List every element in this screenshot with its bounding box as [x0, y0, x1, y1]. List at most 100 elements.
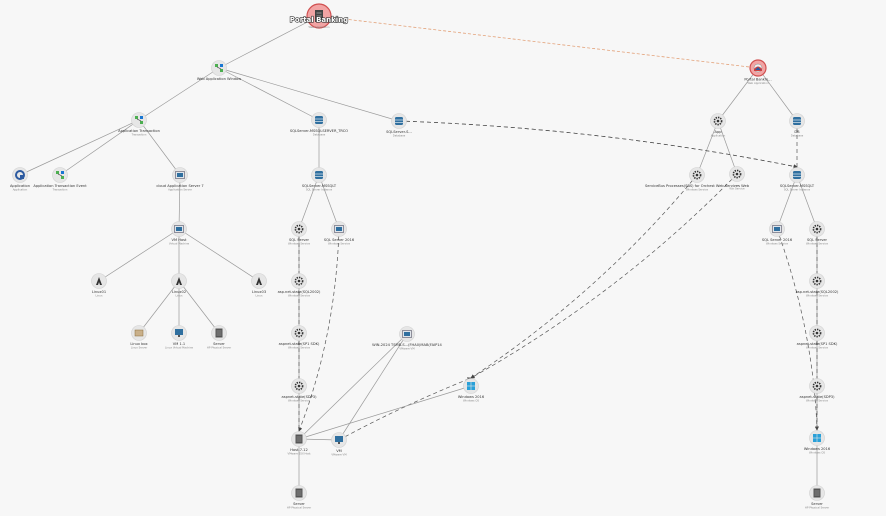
node-wsvc[interactable]: ...Win Service	[729, 166, 745, 191]
node-label: Linux01	[92, 290, 106, 294]
node-was[interactable]: Web Application Window	[197, 60, 241, 82]
vm-icon	[334, 225, 344, 233]
edge-linux2-dev1	[138, 280, 180, 334]
edge-vmhost-linux3	[178, 228, 260, 282]
node-sublabel: Transaction	[53, 188, 68, 192]
edge-n2-db3	[757, 67, 798, 122]
edge-sqlmain-sqlsrv1	[298, 174, 320, 230]
gear-icon	[294, 328, 304, 338]
node-sublabel: Transaction	[132, 133, 147, 137]
node-label: Host-7.12	[290, 448, 307, 452]
node-label: Application Transaction Event	[33, 184, 87, 188]
gear-icon	[812, 381, 822, 391]
node-label: DB	[794, 130, 800, 134]
server-icon	[315, 10, 323, 22]
edge-wsvc-win2016	[470, 173, 738, 379]
monitor-icon	[335, 436, 343, 444]
gear-icon	[812, 224, 822, 234]
vm-icon	[402, 330, 412, 338]
linux-icon	[176, 277, 182, 285]
device-icon	[134, 329, 144, 337]
node-sublabel: VMware ESX Host	[288, 452, 311, 456]
node-wsa[interactable]: asp.net-state(SQL2002)Windows Service	[278, 273, 321, 298]
node-vm_ws[interactable]: WIN-2024 TSMB-S...(FHA0)MAB(FAIP14VMware…	[372, 326, 443, 351]
node-wscR[interactable]: aspnet-state(SDP3)Windows Service	[800, 378, 836, 403]
node-label: Server	[293, 502, 305, 506]
node-sublabel: SQL Server Instance	[306, 188, 333, 192]
node-label: asp.net-state(SQL2002)	[796, 290, 839, 294]
node-svcproc[interactable]: ServiceBus Processes(SBS) for Orchest We…	[645, 167, 750, 192]
node-label: aspnet-state(SDP3)	[800, 395, 836, 399]
node-label: SQLServer-S...	[386, 130, 412, 134]
node-n2[interactable]: Portal Bankin...Web Application	[744, 59, 772, 85]
node-label: Server	[811, 502, 823, 506]
node-db2[interactable]: SQLServer-S...Database	[386, 113, 412, 138]
node-label: WIN-2024 TSMB-S...(FHA0)MAB(FAIP14	[372, 343, 442, 347]
node-label: Application	[10, 184, 30, 188]
node-wsbR[interactable]: aspnet-state(SP1 SDK)Windows Service	[797, 325, 838, 350]
vm-icon	[175, 171, 185, 179]
edge-was-apptx	[138, 67, 220, 121]
node-wsaR[interactable]: asp.net-state(SQL2002)Windows Service	[796, 273, 839, 298]
transaction-icon	[56, 171, 64, 179]
edge-root-was	[218, 15, 320, 69]
node-wsb[interactable]: aspnet-state(SP1 SDK)Windows Service	[279, 325, 320, 350]
gear-icon	[812, 328, 822, 338]
edge-root-n2	[318, 15, 759, 69]
node-sublabel: Virtual Machine	[169, 242, 190, 246]
edge-n2-g1	[717, 67, 759, 122]
node-label: SQL Server	[807, 238, 828, 242]
vm-icon	[174, 225, 184, 233]
edge-g1-wsvc	[717, 120, 738, 175]
node-label: cloud Application Server 7	[156, 184, 203, 188]
gear-icon	[294, 276, 304, 286]
node-sublabel: SQL Server Instance	[784, 188, 811, 192]
node-wsc[interactable]: aspnet-state(SDP3)Windows Service	[282, 378, 318, 403]
physical-server-icon	[295, 488, 303, 498]
node-sublabel: Windows Service	[806, 399, 828, 403]
physical-server-icon	[813, 488, 821, 498]
gear-icon	[732, 169, 742, 179]
gear-icon	[812, 276, 822, 286]
node-label: SQLServer-MSSQLT	[302, 184, 337, 188]
node-label: SQLServer-MSSQLSERVER_TRCO	[290, 129, 348, 133]
node-sublabel: Linux	[96, 294, 103, 298]
node-sublabel: HP Physical Server	[805, 506, 830, 510]
node-label: SQLServer-MSSQLT	[780, 184, 815, 188]
node-label: Linux03	[252, 290, 266, 294]
edge-apptx-appec	[59, 119, 140, 176]
edge-db2-sqlinst2	[398, 120, 798, 169]
node-sublabel: Linux	[256, 294, 263, 298]
gear-icon	[692, 170, 702, 180]
node-sublabel: Application	[711, 134, 726, 138]
node-label: SQL Server 2016	[762, 238, 793, 242]
